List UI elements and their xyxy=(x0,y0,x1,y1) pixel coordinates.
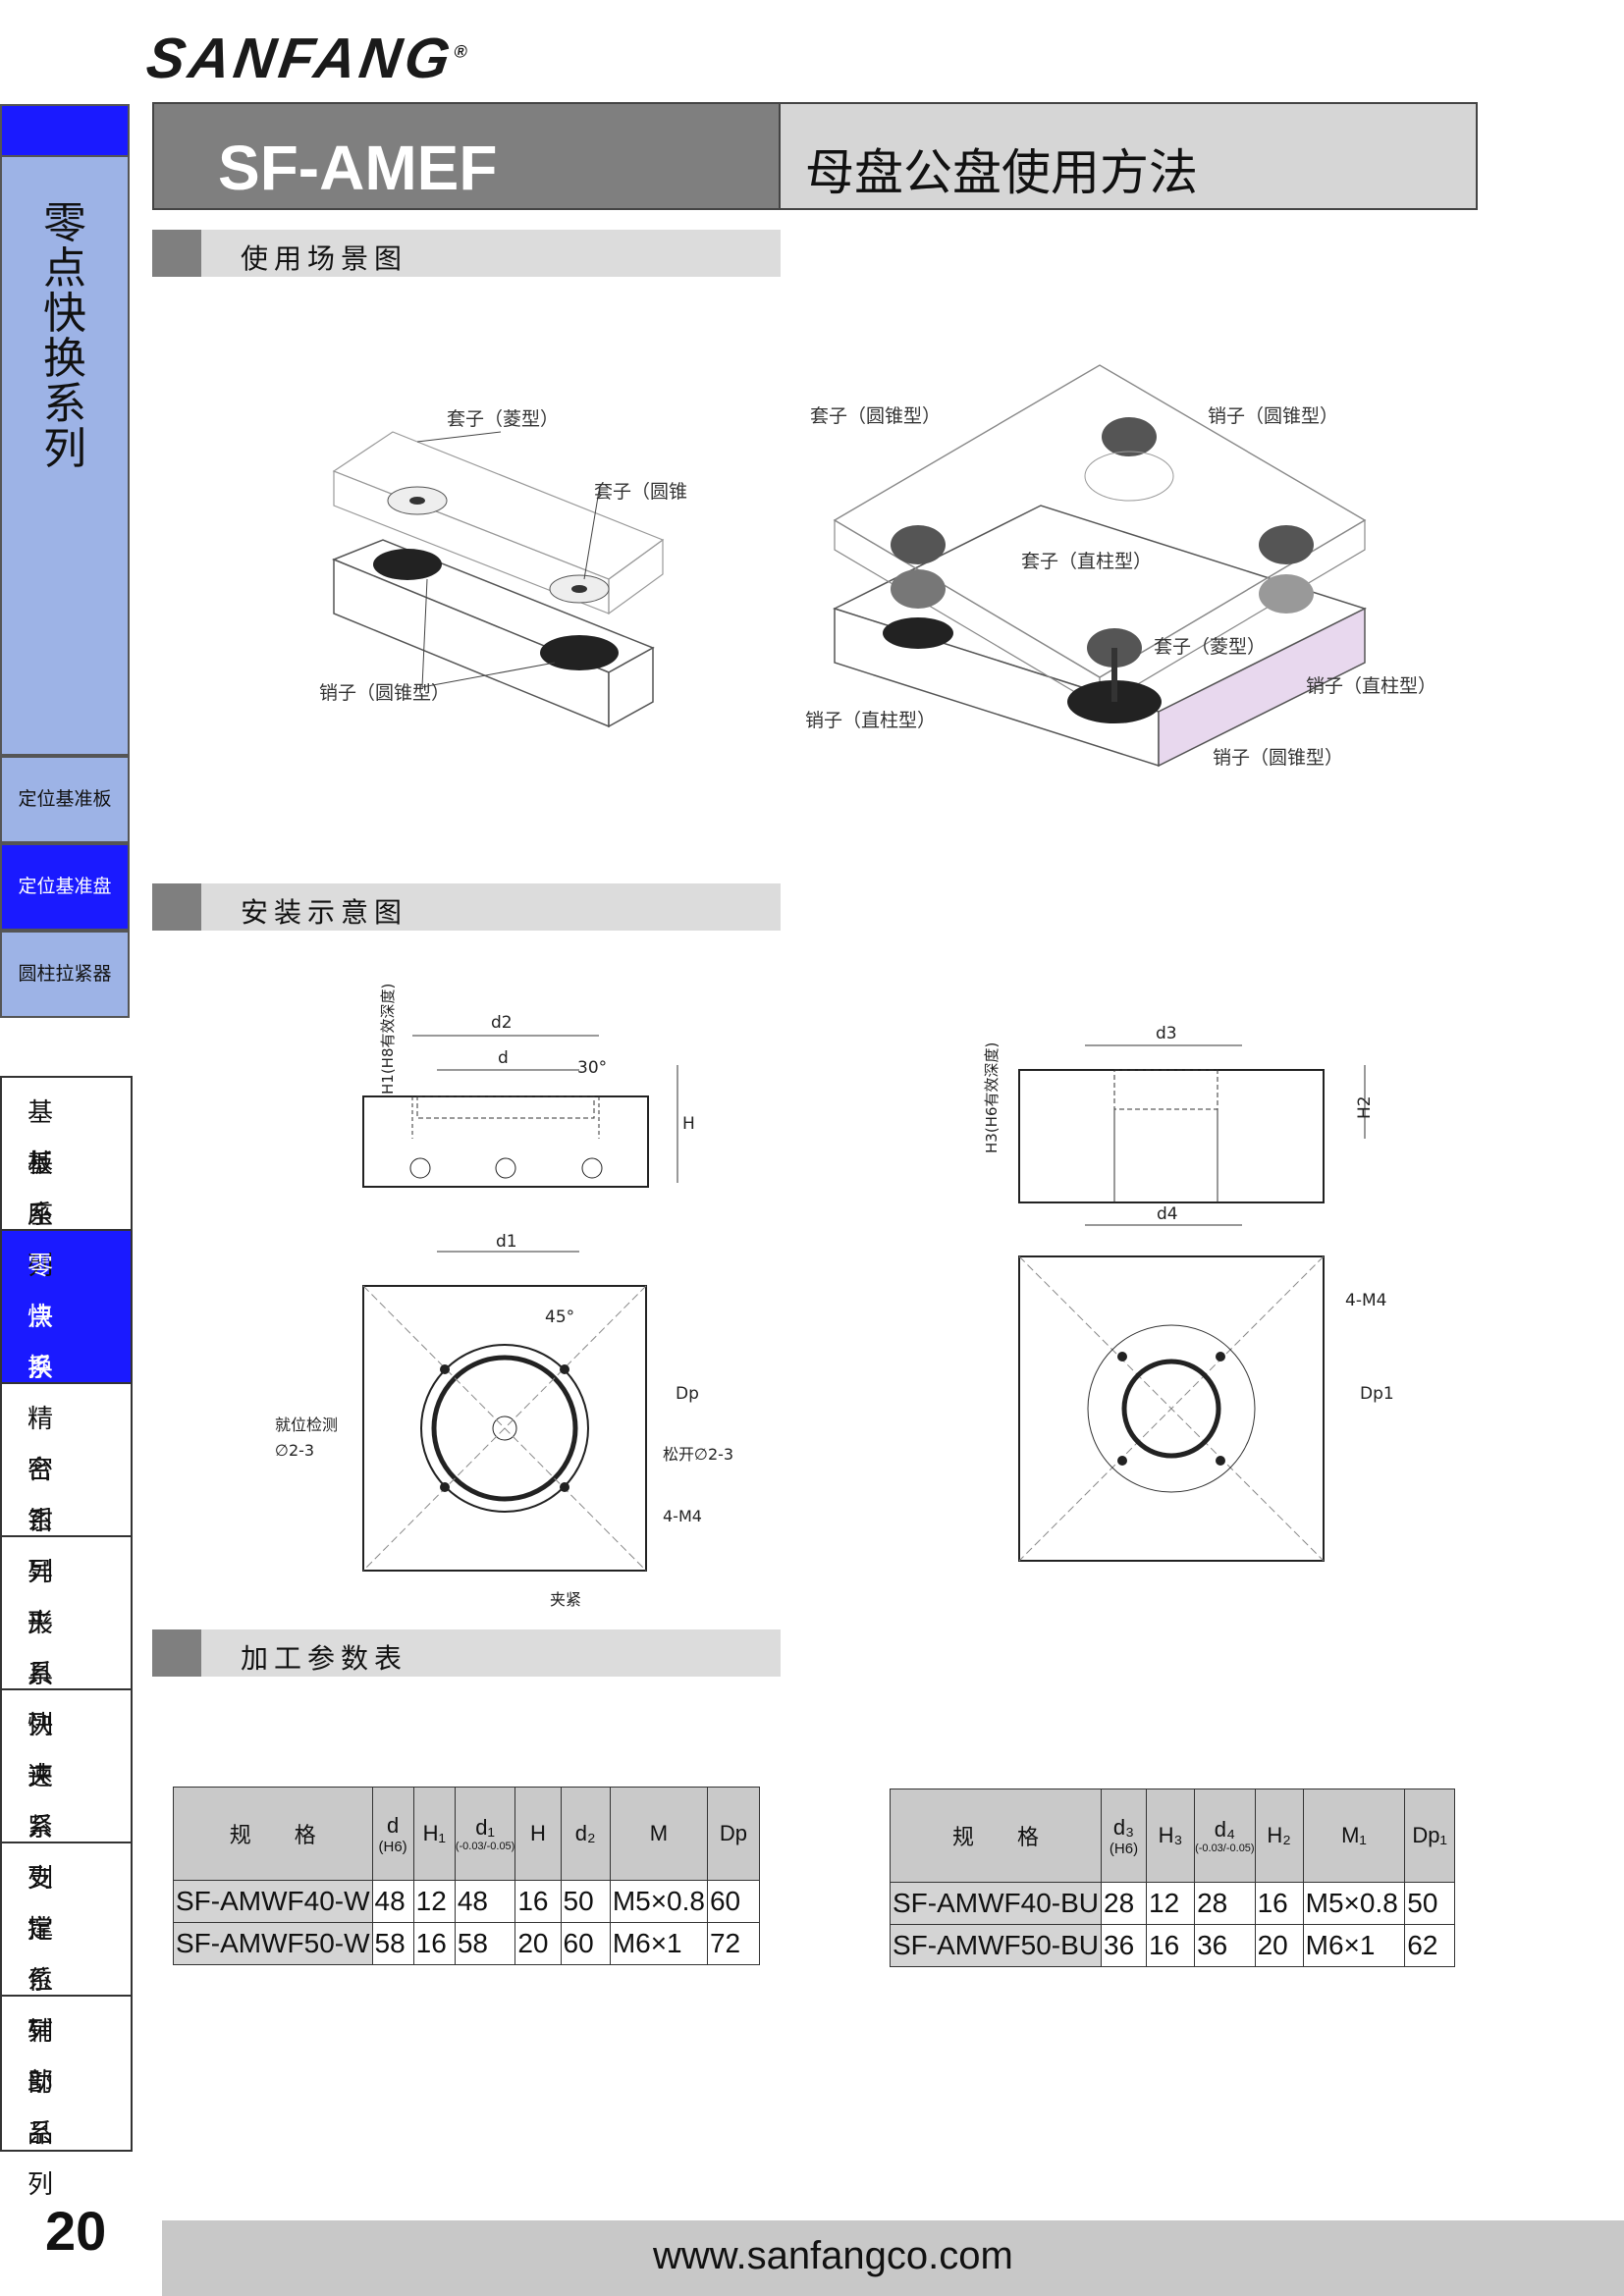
th-spec: 规 格 xyxy=(890,1789,1102,1883)
label-pin-cone-b: 销子（圆锥型） xyxy=(1213,747,1343,769)
section-header-params: 加工参数表 xyxy=(152,1629,781,1677)
section-marker xyxy=(152,230,201,277)
th-dp: Dp xyxy=(706,1787,761,1881)
sidebar-series-panel: 零点快换系列 xyxy=(0,157,130,756)
table-header-row: 规 格 d₃(H6) H₃ d₄(-0.03/-0.05) H₂ M₁ Dp₁ xyxy=(890,1789,1455,1883)
sidebar-item-positioning-plate[interactable]: 定位基准板 xyxy=(0,756,130,843)
dim-h2: H2 xyxy=(1355,1095,1375,1119)
table-row: SF-AMWF40-W 48 12 48 16 50 M5×0.8 60 xyxy=(173,1880,761,1923)
dim-d3: d3 xyxy=(1156,1024,1177,1043)
category-vise-series[interactable]: 精密 台钳 系列 xyxy=(2,1384,131,1587)
category-nav: 基板 基座 系列 零点 快换 系列 精密 台钳 系列 异形 夹具 系列 快速 夹… xyxy=(0,1076,133,2200)
category-zero-point-series[interactable]: 零点 快换 系列 xyxy=(2,1231,131,1434)
page-number: 20 xyxy=(45,2200,107,2262)
th-d2: d₂ xyxy=(560,1787,611,1881)
label-release: 松开∅2-3 xyxy=(663,1445,733,1464)
dim-h1: H1(H8有效深度) xyxy=(379,984,397,1095)
category-quick-clamp-series[interactable]: 快速 夹紧 系列 xyxy=(2,1690,131,1894)
dim-dp: Dp xyxy=(676,1384,699,1404)
th-m1: M₁ xyxy=(1302,1789,1406,1883)
label-locate-detect: 就位检测 xyxy=(275,1415,338,1434)
dim-angle: 30° xyxy=(577,1058,607,1078)
th-h: H xyxy=(514,1787,562,1881)
th-d4: d₄(-0.03/-0.05) xyxy=(1194,1789,1256,1883)
category-accessory-series[interactable]: 辅助 部品 系列 xyxy=(27,2017,85,2200)
section-header-scene: 使用场景图 xyxy=(152,230,781,277)
category-base-series[interactable]: 基板 基座 系列 xyxy=(2,1078,131,1281)
section-marker xyxy=(152,883,201,931)
label-sleeve-diamond: 套子（菱型） xyxy=(447,408,559,430)
th-d1: d₁(-0.03/-0.05) xyxy=(454,1787,516,1881)
section-header-install: 安装示意图 xyxy=(152,883,781,931)
params-table-master: 规 格 d(H6) H₁ d₁(-0.03/-0.05) H d₂ M Dp S… xyxy=(173,1787,761,1965)
table-row: SF-AMWF50-BU 36 16 36 20 M6×1 62 xyxy=(890,1924,1455,1967)
dim-h3: H3(H6有效深度) xyxy=(983,1042,1001,1153)
label-sleeve-straight: 套子（直柱型） xyxy=(1021,551,1152,572)
table-header-row: 规 格 d(H6) H₁ d₁(-0.03/-0.05) H d₂ M Dp xyxy=(173,1787,761,1881)
install-drawing-master: d2 d 30° H d1 H1(H8有效深度) 45° Dp 就位检测 ∅2-… xyxy=(275,984,733,1609)
sidebar-item-positioning-disc[interactable]: 定位基准盘 xyxy=(0,843,130,931)
footer-url[interactable]: www.sanfangco.com xyxy=(653,2234,1013,2277)
product-code-banner: SF-AMEF xyxy=(152,102,781,210)
dim-d2: d2 xyxy=(491,1013,513,1033)
page-title-banner: 母盘公盘使用方法 xyxy=(781,102,1478,210)
label-pin-cone-r: 销子（圆锥型） xyxy=(1208,405,1338,427)
sidebar-item-cylinder-tensioner[interactable]: 圆柱拉紧器 xyxy=(0,931,130,1018)
dim-45: 45° xyxy=(545,1308,574,1327)
sidebar-top-accent xyxy=(0,104,130,157)
category-support-series[interactable]: 支撑 定位 系列 xyxy=(2,1843,131,2047)
label-sleeve-diamond-r: 套子（菱型） xyxy=(1154,636,1266,658)
dim-d4: d4 xyxy=(1157,1204,1178,1224)
install-drawing-slave: d3 d4 H2 H3(H6有效深度) 4-M4 Dp1 xyxy=(983,1024,1394,1562)
th-spec: 规 格 xyxy=(173,1787,373,1881)
table-row: SF-AMWF50-W 58 16 58 20 60 M6×1 72 xyxy=(173,1922,761,1965)
th-h3: H₃ xyxy=(1145,1789,1196,1883)
th-m: M xyxy=(609,1787,708,1881)
product-code: SF-AMEF xyxy=(218,133,498,203)
page-title: 母盘公盘使用方法 xyxy=(805,144,1198,201)
table-row: SF-AMWF40-BU 28 12 28 16 M5×0.8 50 xyxy=(890,1882,1455,1925)
scene-diagram-four-point: 套子（圆锥型） 销子（圆锥型） 套子（直柱型） 套子（菱型） 销子（直柱型） 销… xyxy=(805,364,1436,769)
dim-d: d xyxy=(498,1048,509,1068)
brand-logo: SANFANG® xyxy=(142,27,473,90)
scene-diagram-two-point: 套子（菱型） 套子（圆锥型） 销子（圆锥型） xyxy=(319,408,687,728)
th-d: d(H6) xyxy=(371,1787,414,1881)
th-d3: d₃(H6) xyxy=(1101,1789,1147,1883)
label-pin-straight-l: 销子（直柱型） xyxy=(805,710,936,731)
sidebar-series-title: 零点快换系列 xyxy=(43,198,86,474)
label-sleeve-cone-l: 套子（圆锥型） xyxy=(810,405,941,427)
th-dp1: Dp₁ xyxy=(1404,1789,1455,1883)
label-clamp: 夹紧 xyxy=(550,1590,581,1609)
label-4-m4-right: 4-M4 xyxy=(1345,1291,1386,1310)
label-pin-straight-r: 销子（直柱型） xyxy=(1306,675,1436,697)
dim-d1: d1 xyxy=(496,1232,517,1252)
footer-bar: www.sanfangco.com xyxy=(162,2220,1624,2296)
params-table-slave: 规 格 d₃(H6) H₃ d₄(-0.03/-0.05) H₂ M₁ Dp₁ … xyxy=(890,1789,1455,1967)
th-h1: H₁ xyxy=(412,1787,456,1881)
section-marker xyxy=(152,1629,201,1677)
dim-dp1: Dp1 xyxy=(1360,1384,1394,1404)
dim-h: H xyxy=(682,1114,695,1134)
th-h2: H₂ xyxy=(1254,1789,1304,1883)
label-4-m4: 4-M4 xyxy=(663,1507,702,1525)
label-pin-cone: 销子（圆锥型） xyxy=(319,682,450,704)
label-locate-dia: ∅2-3 xyxy=(275,1441,314,1460)
category-special-fixture-series[interactable]: 异形 夹具 系列 xyxy=(2,1537,131,1740)
label-sleeve-cone: 套子（圆锥型） xyxy=(594,481,687,503)
